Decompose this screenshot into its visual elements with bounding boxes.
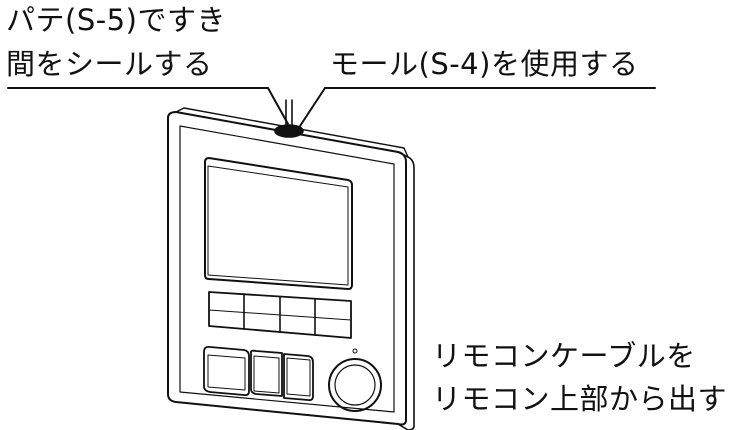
main-button-1 <box>203 345 250 397</box>
main-button-2 <box>250 349 283 397</box>
dial <box>328 348 382 412</box>
putty-instruction-line1: パテ(S-5)ですき <box>6 3 226 37</box>
main-button-3 <box>283 353 314 402</box>
function-buttons <box>208 291 352 339</box>
mold-instruction: モール(S-4)を使用する <box>330 47 639 81</box>
cable-instruction-line1: リモコンケーブルを <box>432 339 696 373</box>
lcd-screen <box>204 157 353 290</box>
leader-lines <box>7 87 656 127</box>
putty-leader <box>267 87 289 125</box>
cable-instruction-line2: リモコン上部から出す <box>432 382 728 416</box>
main-buttons <box>203 345 314 402</box>
mold-leader <box>299 87 326 127</box>
putty-instruction-line2: 間をシールする <box>6 47 213 81</box>
